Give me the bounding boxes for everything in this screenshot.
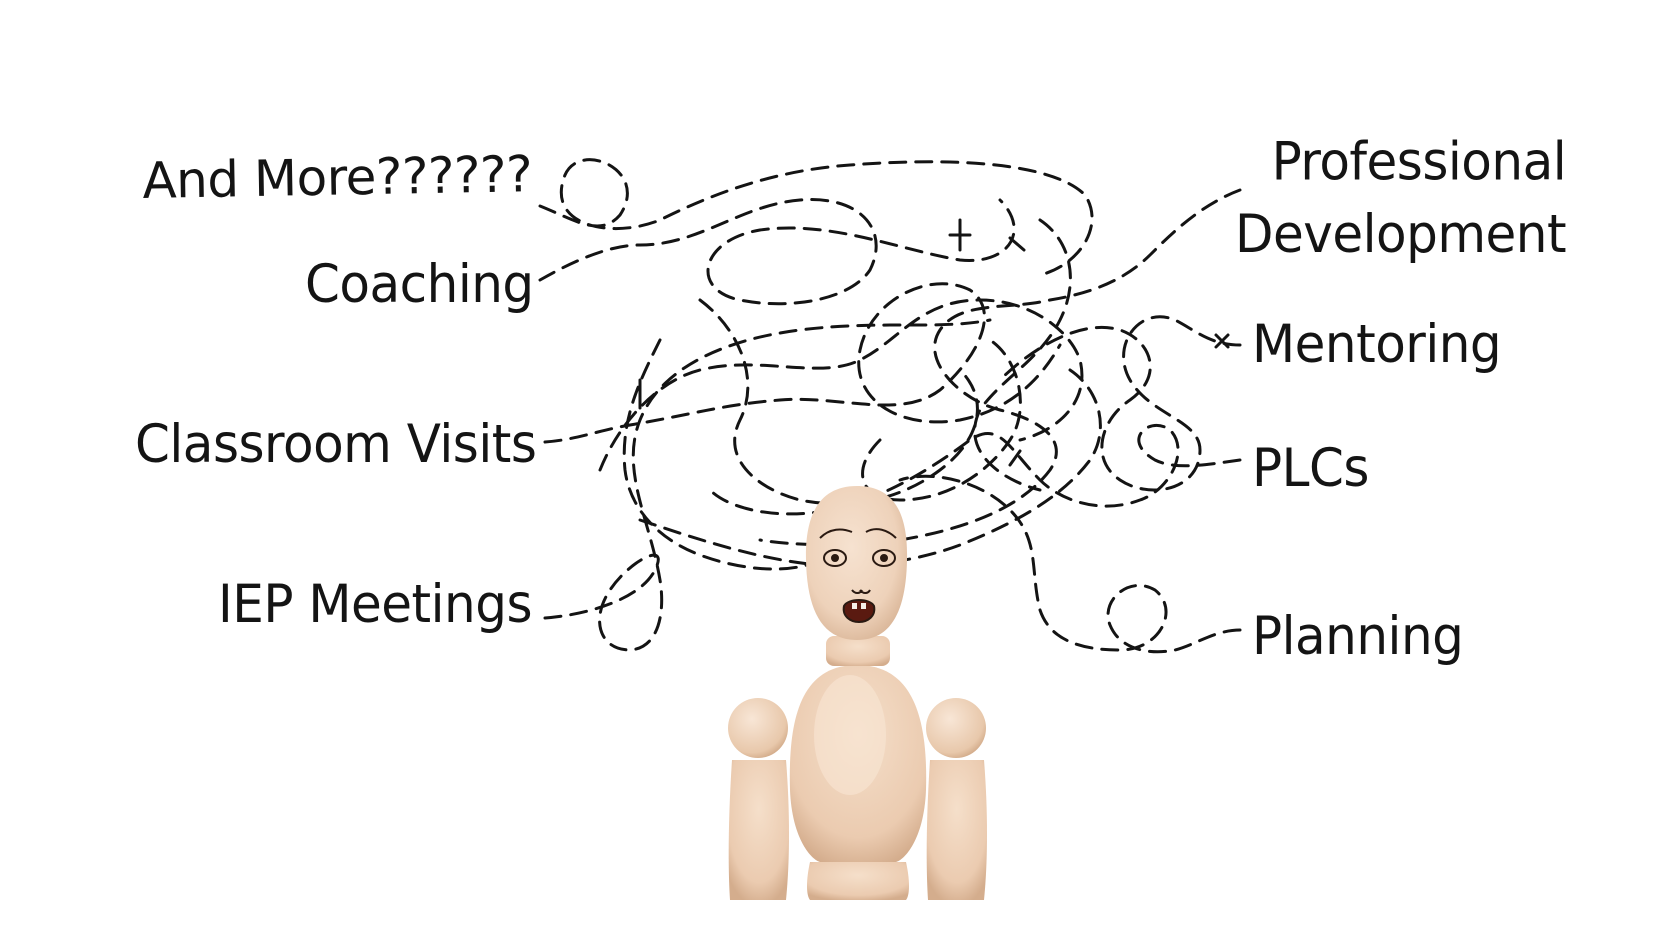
right-eyebrow	[865, 528, 897, 539]
line-and-more	[538, 158, 1094, 277]
nose	[851, 589, 871, 594]
line-tangle-3	[698, 298, 979, 506]
head	[805, 486, 908, 640]
mouth	[842, 599, 876, 624]
line-planning	[898, 474, 1242, 654]
anxious-face	[819, 528, 897, 594]
label-mentoring: Mentoring	[1252, 313, 1502, 375]
line-prof	[758, 188, 1242, 547]
line-tangle-2	[638, 368, 1102, 568]
label-professional-development: Professional Development	[1235, 126, 1567, 271]
label-development: Development	[1235, 203, 1567, 265]
line-coaching	[538, 198, 1016, 306]
line-mentoring	[998, 315, 1242, 492]
line-tangle-1	[598, 298, 1084, 472]
label-and-more: And More??????	[141, 145, 533, 210]
label-plcs: PLCs	[1252, 437, 1369, 499]
left-eyebrow	[819, 528, 853, 539]
tick-mark	[948, 218, 972, 252]
line-iep	[543, 318, 992, 652]
right-eye	[872, 549, 896, 567]
label-coaching: Coaching	[305, 253, 534, 315]
line-classroom	[543, 282, 1062, 444]
tick-mark	[1214, 333, 1230, 349]
left-shoulder-ball	[728, 698, 788, 758]
right-shoulder-ball	[926, 698, 986, 758]
chest-highlight	[814, 675, 886, 795]
tick-mark	[1008, 449, 1022, 467]
left-eye	[823, 549, 847, 567]
hips	[807, 862, 909, 900]
left-arm	[728, 760, 789, 900]
label-professional: Professional	[1271, 131, 1567, 193]
tick-mark	[1008, 236, 1026, 252]
neck	[826, 636, 890, 666]
label-iep-meetings: IEP Meetings	[218, 573, 533, 635]
line-tangle-6	[973, 218, 1072, 492]
right-arm	[926, 760, 987, 900]
label-planning: Planning	[1252, 605, 1464, 667]
line-tangle-5	[861, 338, 1022, 502]
label-classroom-visits: Classroom Visits	[135, 413, 537, 475]
line-tangle-4	[622, 338, 822, 571]
line-plcs	[708, 424, 1242, 516]
